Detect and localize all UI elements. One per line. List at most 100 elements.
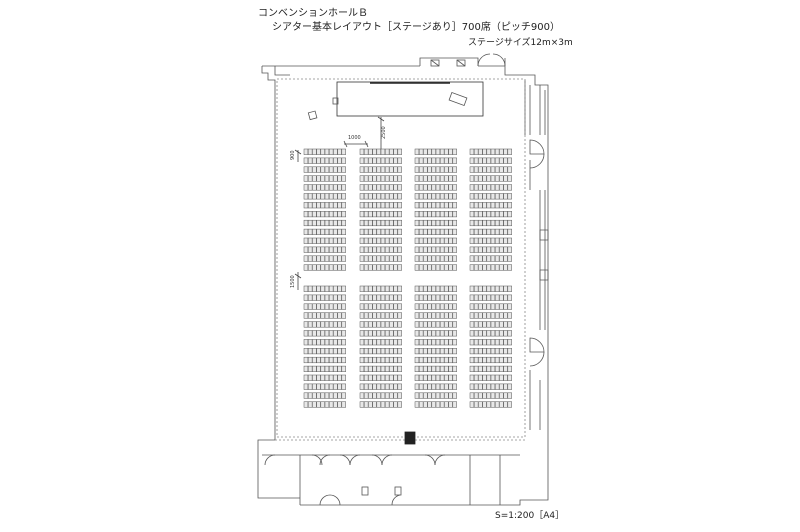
seat	[444, 312, 449, 319]
seat	[363, 166, 369, 173]
seat	[431, 348, 436, 355]
outer-walls	[257, 57, 549, 506]
seat	[499, 175, 504, 182]
seat	[372, 193, 377, 200]
seat	[333, 356, 338, 364]
seat	[507, 264, 512, 271]
seat	[397, 255, 402, 262]
seat	[482, 166, 487, 173]
seat	[380, 356, 386, 364]
seat	[316, 383, 321, 390]
seat	[393, 401, 398, 408]
seat	[507, 285, 512, 292]
seat	[414, 211, 420, 218]
seat	[503, 285, 508, 292]
seat	[393, 383, 398, 390]
seat	[452, 383, 457, 390]
seat	[397, 348, 402, 355]
seat	[494, 374, 500, 381]
seat	[341, 392, 346, 399]
seat	[448, 339, 453, 346]
seat	[503, 237, 508, 244]
seat	[397, 246, 402, 253]
seat	[312, 365, 317, 372]
seat	[380, 383, 386, 390]
seat	[368, 211, 373, 218]
seat	[328, 193, 334, 200]
seat	[482, 264, 487, 271]
seat	[494, 365, 500, 372]
seat	[478, 148, 483, 155]
seat	[372, 211, 377, 218]
seat	[503, 356, 508, 364]
seat	[303, 202, 309, 209]
seat	[363, 255, 369, 262]
seat	[469, 392, 475, 399]
seat	[372, 392, 377, 399]
seat	[368, 148, 373, 155]
seat	[427, 211, 432, 218]
seat	[431, 339, 436, 346]
seat	[469, 330, 475, 337]
seat	[494, 148, 500, 155]
seat	[380, 246, 386, 253]
seat	[423, 330, 428, 337]
seat	[448, 294, 453, 301]
seat	[427, 184, 432, 191]
seat	[507, 392, 512, 399]
seat	[431, 401, 436, 408]
seat	[439, 246, 445, 253]
seat	[389, 202, 394, 209]
seat	[414, 175, 420, 182]
seat	[316, 312, 321, 319]
seat	[333, 193, 338, 200]
seat	[384, 157, 390, 164]
seat	[503, 321, 508, 328]
seat	[494, 175, 500, 182]
seat	[427, 356, 432, 364]
seat	[312, 148, 317, 155]
seat	[337, 211, 342, 218]
seat	[316, 157, 321, 164]
seat	[423, 175, 428, 182]
seat	[384, 193, 390, 200]
seat	[448, 166, 453, 173]
seat	[320, 202, 325, 209]
seat	[448, 392, 453, 399]
seat	[303, 348, 309, 355]
seat	[333, 184, 338, 191]
seat	[427, 219, 432, 227]
seat	[469, 184, 475, 191]
seat	[384, 166, 390, 173]
seat	[324, 365, 330, 372]
seat	[376, 356, 381, 364]
seat	[503, 219, 508, 227]
seat	[368, 175, 373, 182]
seat	[499, 339, 504, 346]
seat	[368, 246, 373, 253]
seat	[397, 219, 402, 227]
seat	[328, 374, 334, 381]
seat	[482, 211, 487, 218]
seat	[444, 157, 449, 164]
seat	[303, 356, 309, 364]
seat	[363, 383, 369, 390]
seat	[486, 255, 491, 262]
seat	[341, 365, 346, 372]
seat	[444, 264, 449, 271]
seat	[486, 392, 491, 399]
seat	[368, 228, 373, 235]
seat	[303, 339, 309, 346]
seat	[337, 383, 342, 390]
seat	[448, 202, 453, 209]
seat	[469, 339, 475, 346]
seat	[303, 321, 309, 328]
seat	[312, 383, 317, 390]
seat	[414, 166, 420, 173]
seat	[316, 166, 321, 173]
seat	[384, 246, 390, 253]
seat	[418, 383, 424, 390]
seat	[376, 219, 381, 227]
seat	[427, 339, 432, 346]
seat	[368, 202, 373, 209]
